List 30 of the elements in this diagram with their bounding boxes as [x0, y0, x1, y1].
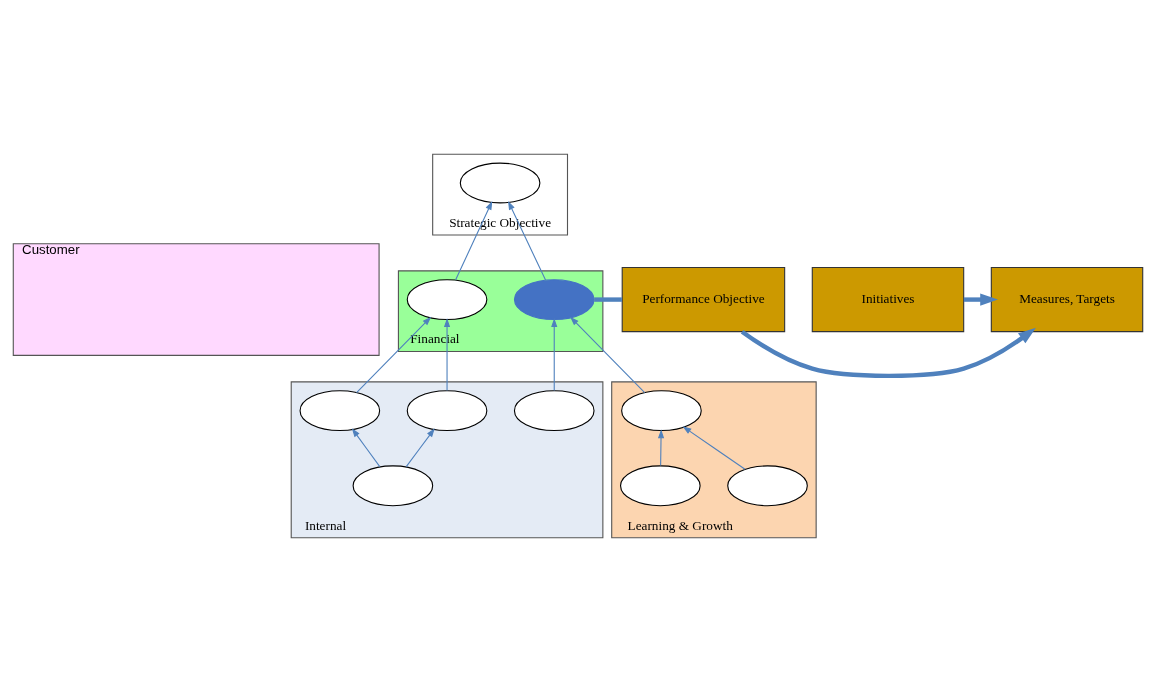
arrow — [682, 425, 746, 470]
arrow — [657, 428, 665, 466]
node-ellipse — [620, 464, 701, 506]
node-ellipse — [621, 389, 702, 431]
node-ellipse — [459, 162, 541, 203]
arrow — [740, 327, 1036, 378]
node-box: Initiatives — [811, 266, 965, 332]
arrow — [963, 292, 998, 306]
node-box: Customer — [12, 242, 380, 356]
node-ellipse — [727, 464, 808, 506]
node-ellipse — [352, 464, 434, 506]
node-ellipse — [513, 278, 595, 320]
arrow — [551, 317, 558, 391]
arrow — [443, 317, 451, 391]
cluster: Strategic Objective — [432, 153, 569, 235]
node-ellipse — [299, 389, 381, 431]
node-ellipse — [406, 389, 488, 431]
connector — [594, 296, 622, 302]
arrow — [508, 200, 547, 281]
cluster: Learning & Growth — [611, 380, 817, 538]
cluster: Financial — [397, 269, 604, 352]
node-ellipse — [406, 278, 488, 320]
arrow — [351, 427, 381, 467]
node-box: Performance Objective — [621, 266, 786, 332]
cluster: Internal — [290, 380, 604, 538]
node-ellipse — [513, 389, 595, 431]
arrow — [356, 316, 432, 393]
node-box: Measures, Targets — [990, 266, 1144, 332]
arrow — [455, 200, 493, 281]
arrow — [405, 427, 435, 467]
